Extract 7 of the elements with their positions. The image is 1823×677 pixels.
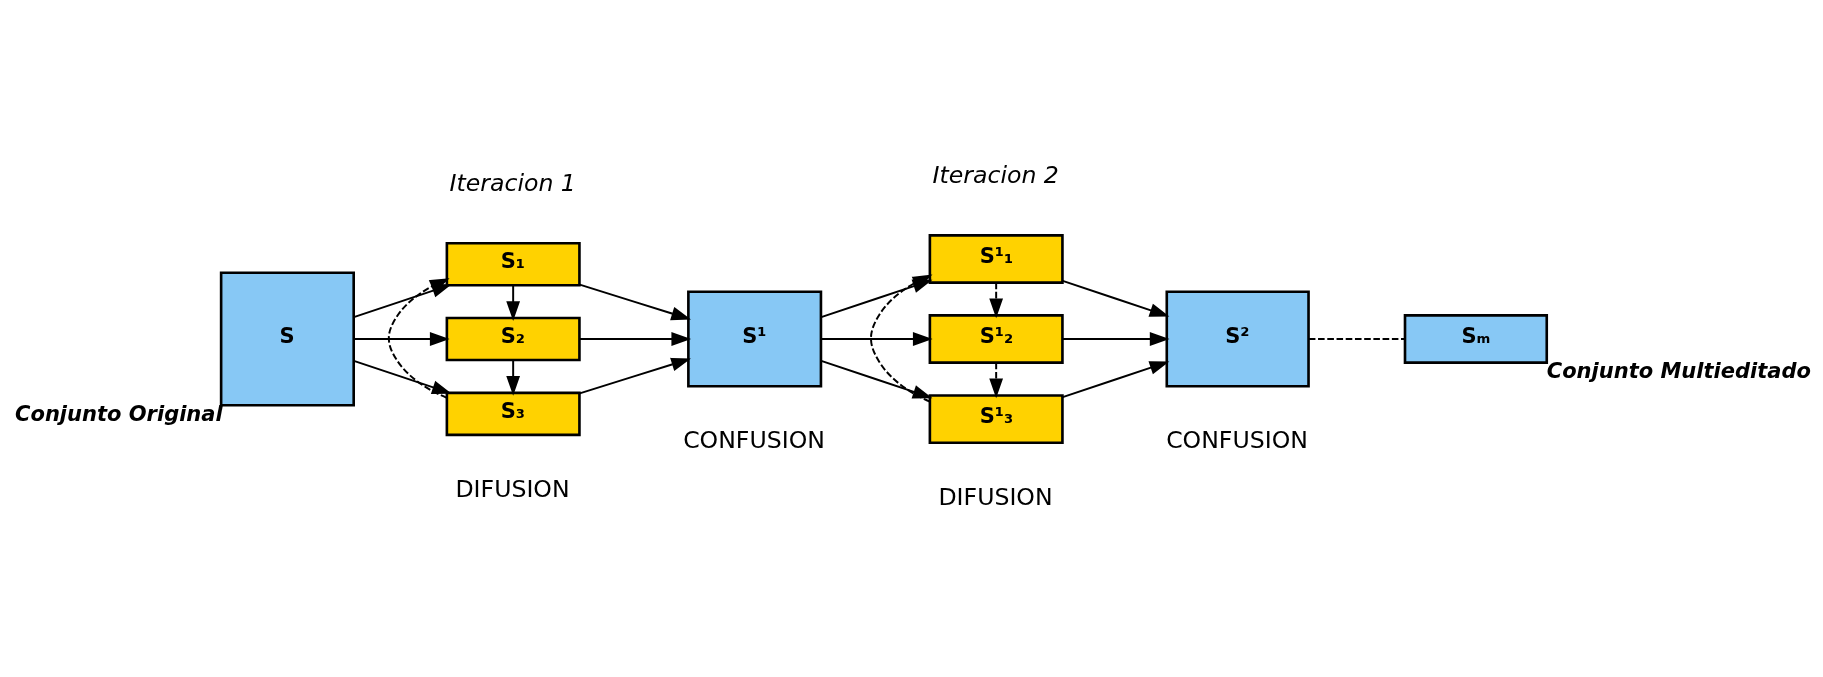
label: Iteracion 2	[932, 160, 1059, 189]
label: Iteracion 1	[449, 168, 576, 197]
label: CONFUSION	[683, 425, 825, 454]
label: CONFUSION	[1166, 425, 1308, 454]
label: DIFUSION	[938, 482, 1053, 511]
node-label: Conjunto Multieditado	[1546, 358, 1811, 383]
label: DIFUSION	[455, 474, 570, 503]
